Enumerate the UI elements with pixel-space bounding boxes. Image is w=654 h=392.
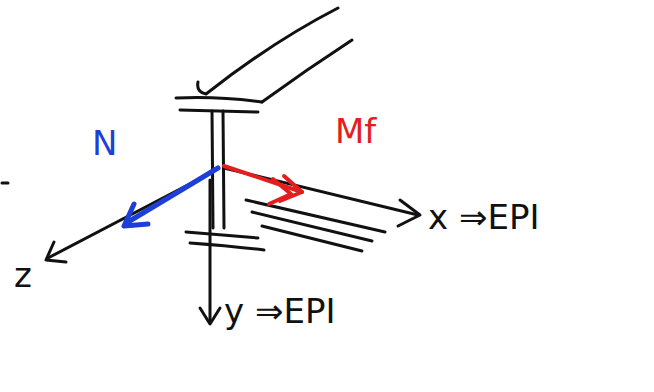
axis-label: y ⇒EPI — [224, 292, 335, 331]
axis-label: x ⇒EPI — [428, 198, 539, 237]
force-label: N — [92, 124, 117, 163]
axis-label: z — [14, 256, 32, 295]
beam-outline — [2, 8, 385, 251]
moment-label: Mf — [335, 112, 376, 151]
normal-force-arrow — [124, 168, 218, 226]
bending-moment-arrow — [224, 166, 302, 204]
